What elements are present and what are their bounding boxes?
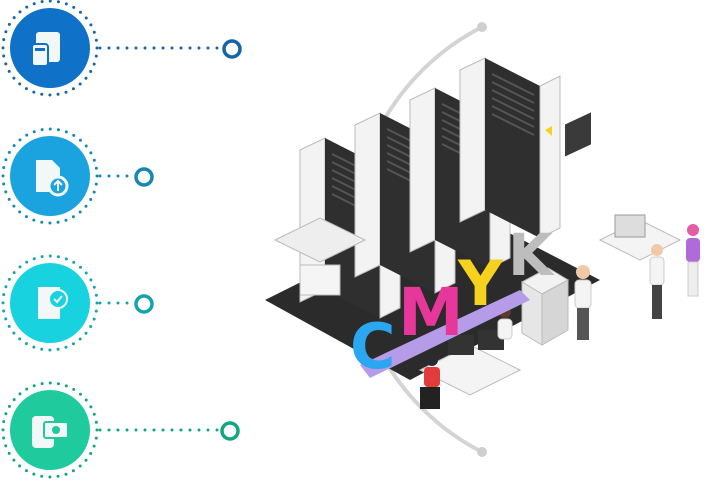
- timeline-node: [134, 294, 154, 314]
- dotted-ring: [1, 127, 99, 225]
- mobile-payment-icon: [32, 416, 69, 448]
- desk-right: [598, 214, 682, 261]
- dotted-ring: [1, 0, 99, 97]
- document-approve-icon: [38, 287, 68, 319]
- letter-m: M: [398, 274, 464, 351]
- control-panel: [273, 217, 367, 263]
- phone-calculator-icon: [31, 32, 60, 67]
- arc-end-bottom: [477, 447, 487, 457]
- step-2: [1, 127, 154, 225]
- timeline-node: [220, 421, 240, 441]
- copier: [520, 267, 570, 346]
- timeline-node: [222, 39, 242, 59]
- dotted-ring: [1, 381, 99, 479]
- desk-front: [418, 330, 522, 396]
- press-unit: [459, 57, 561, 239]
- step-3: [1, 254, 154, 352]
- step-1: [1, 0, 242, 97]
- timeline-node: [134, 167, 154, 187]
- letter-y: Y: [457, 247, 504, 320]
- letter-k: K: [508, 221, 555, 289]
- letter-c: C: [350, 310, 396, 383]
- file-upload-icon: [36, 160, 69, 197]
- arc-end-top: [477, 22, 487, 32]
- printing-press-illustration: C M Y K: [265, 57, 700, 409]
- cmyk-letters: C M Y K: [350, 221, 555, 383]
- people: [420, 224, 700, 409]
- step-4: [1, 381, 240, 479]
- dotted-ring: [1, 254, 99, 352]
- feeder-box: [299, 264, 341, 296]
